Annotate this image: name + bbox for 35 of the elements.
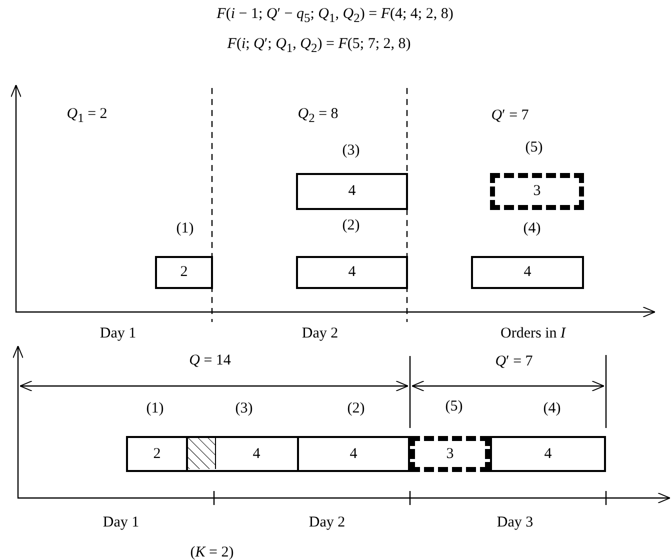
- axis-label: Orders in I: [500, 326, 566, 342]
- callout-number: (3): [342, 142, 360, 160]
- dashed-order-block: 3: [490, 173, 584, 210]
- callout-number: (4): [523, 220, 541, 238]
- order-block: 2: [126, 436, 188, 472]
- callout-number: (1): [176, 220, 194, 238]
- axis-label: Day 1: [100, 326, 136, 342]
- axis-label: Day 2: [308, 514, 346, 532]
- order-block: 4: [297, 436, 410, 472]
- callout-number: (5): [525, 140, 543, 156]
- callout-number: (1): [146, 400, 164, 418]
- hatched-block: [188, 438, 216, 469]
- formula-text: F(i; Q′; Q$_{1}$, Q$_{2}$) = F(5; 7; 2, 8): [227, 36, 411, 56]
- callout-number: (4): [543, 400, 561, 418]
- order-block: 4: [471, 256, 584, 289]
- formula-text: F(i − 1; Q′ − q$_{5}$; Q$_{1}$, Q$_{2}$) = F(4; 4; 2, 8): [216, 6, 454, 26]
- order-block: 4: [296, 173, 408, 210]
- axis-label: (K = 2): [190, 544, 234, 560]
- order-block: 4: [186, 436, 299, 472]
- dimension-label: Q = 14: [189, 352, 231, 370]
- axis-label: Day 3: [496, 514, 534, 532]
- callout-number: (3): [235, 400, 253, 418]
- dimension-label: Q′ = 7: [495, 354, 533, 370]
- quantity-label: Q$_{2}$ = 8: [298, 106, 338, 126]
- order-block: 2: [155, 256, 213, 289]
- axis-label: Day 2: [302, 326, 338, 342]
- order-block: 4: [490, 436, 606, 472]
- callout-number: (5): [445, 398, 463, 416]
- quantity-label: Q′ = 7: [491, 108, 529, 124]
- order-block: 4: [296, 256, 408, 289]
- axis-label: Day 1: [102, 514, 140, 532]
- callout-number: (2): [342, 218, 360, 234]
- quantity-label: Q$_{1}$ = 2: [66, 106, 108, 126]
- dashed-order-block: 3: [410, 436, 490, 472]
- callout-number: (2): [347, 400, 365, 418]
